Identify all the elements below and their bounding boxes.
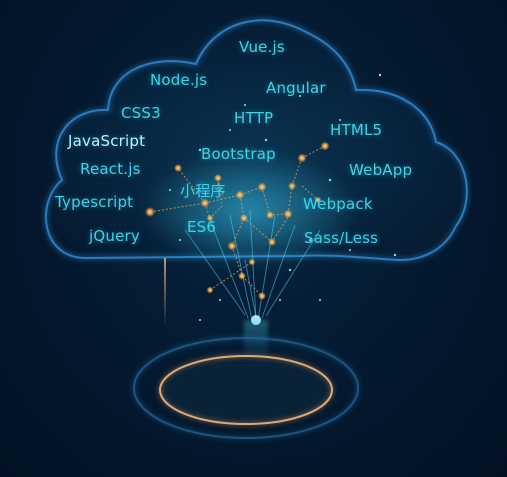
tag-html5: HTML5 (330, 121, 383, 139)
tag-jquery: jQuery (89, 227, 140, 245)
tag-angular: Angular (266, 79, 326, 97)
tag-nodejs: Node.js (150, 71, 208, 89)
tag-mini-program: 小程序 (180, 182, 226, 200)
sparkle-particles (169, 73, 397, 321)
tag-typescript: Typescript (55, 193, 134, 211)
tag-webapp: WebApp (349, 161, 413, 179)
tag-bootstrap: Bootstrap (201, 145, 276, 163)
tag-css3: CSS3 (121, 104, 161, 122)
pole-line (164, 258, 166, 328)
tag-sass-less: Sass/Less (304, 229, 379, 247)
tag-http: HTTP (234, 109, 274, 127)
network-nodes (145, 141, 330, 325)
platform (131, 335, 361, 441)
tag-es6: ES6 (187, 218, 217, 236)
tag-webpack: Webpack (303, 195, 373, 213)
tag-javascript: JavaScript (68, 132, 146, 150)
tag-reactjs: React.js (80, 160, 141, 178)
tag-vuejs: Vue.js (239, 38, 285, 56)
